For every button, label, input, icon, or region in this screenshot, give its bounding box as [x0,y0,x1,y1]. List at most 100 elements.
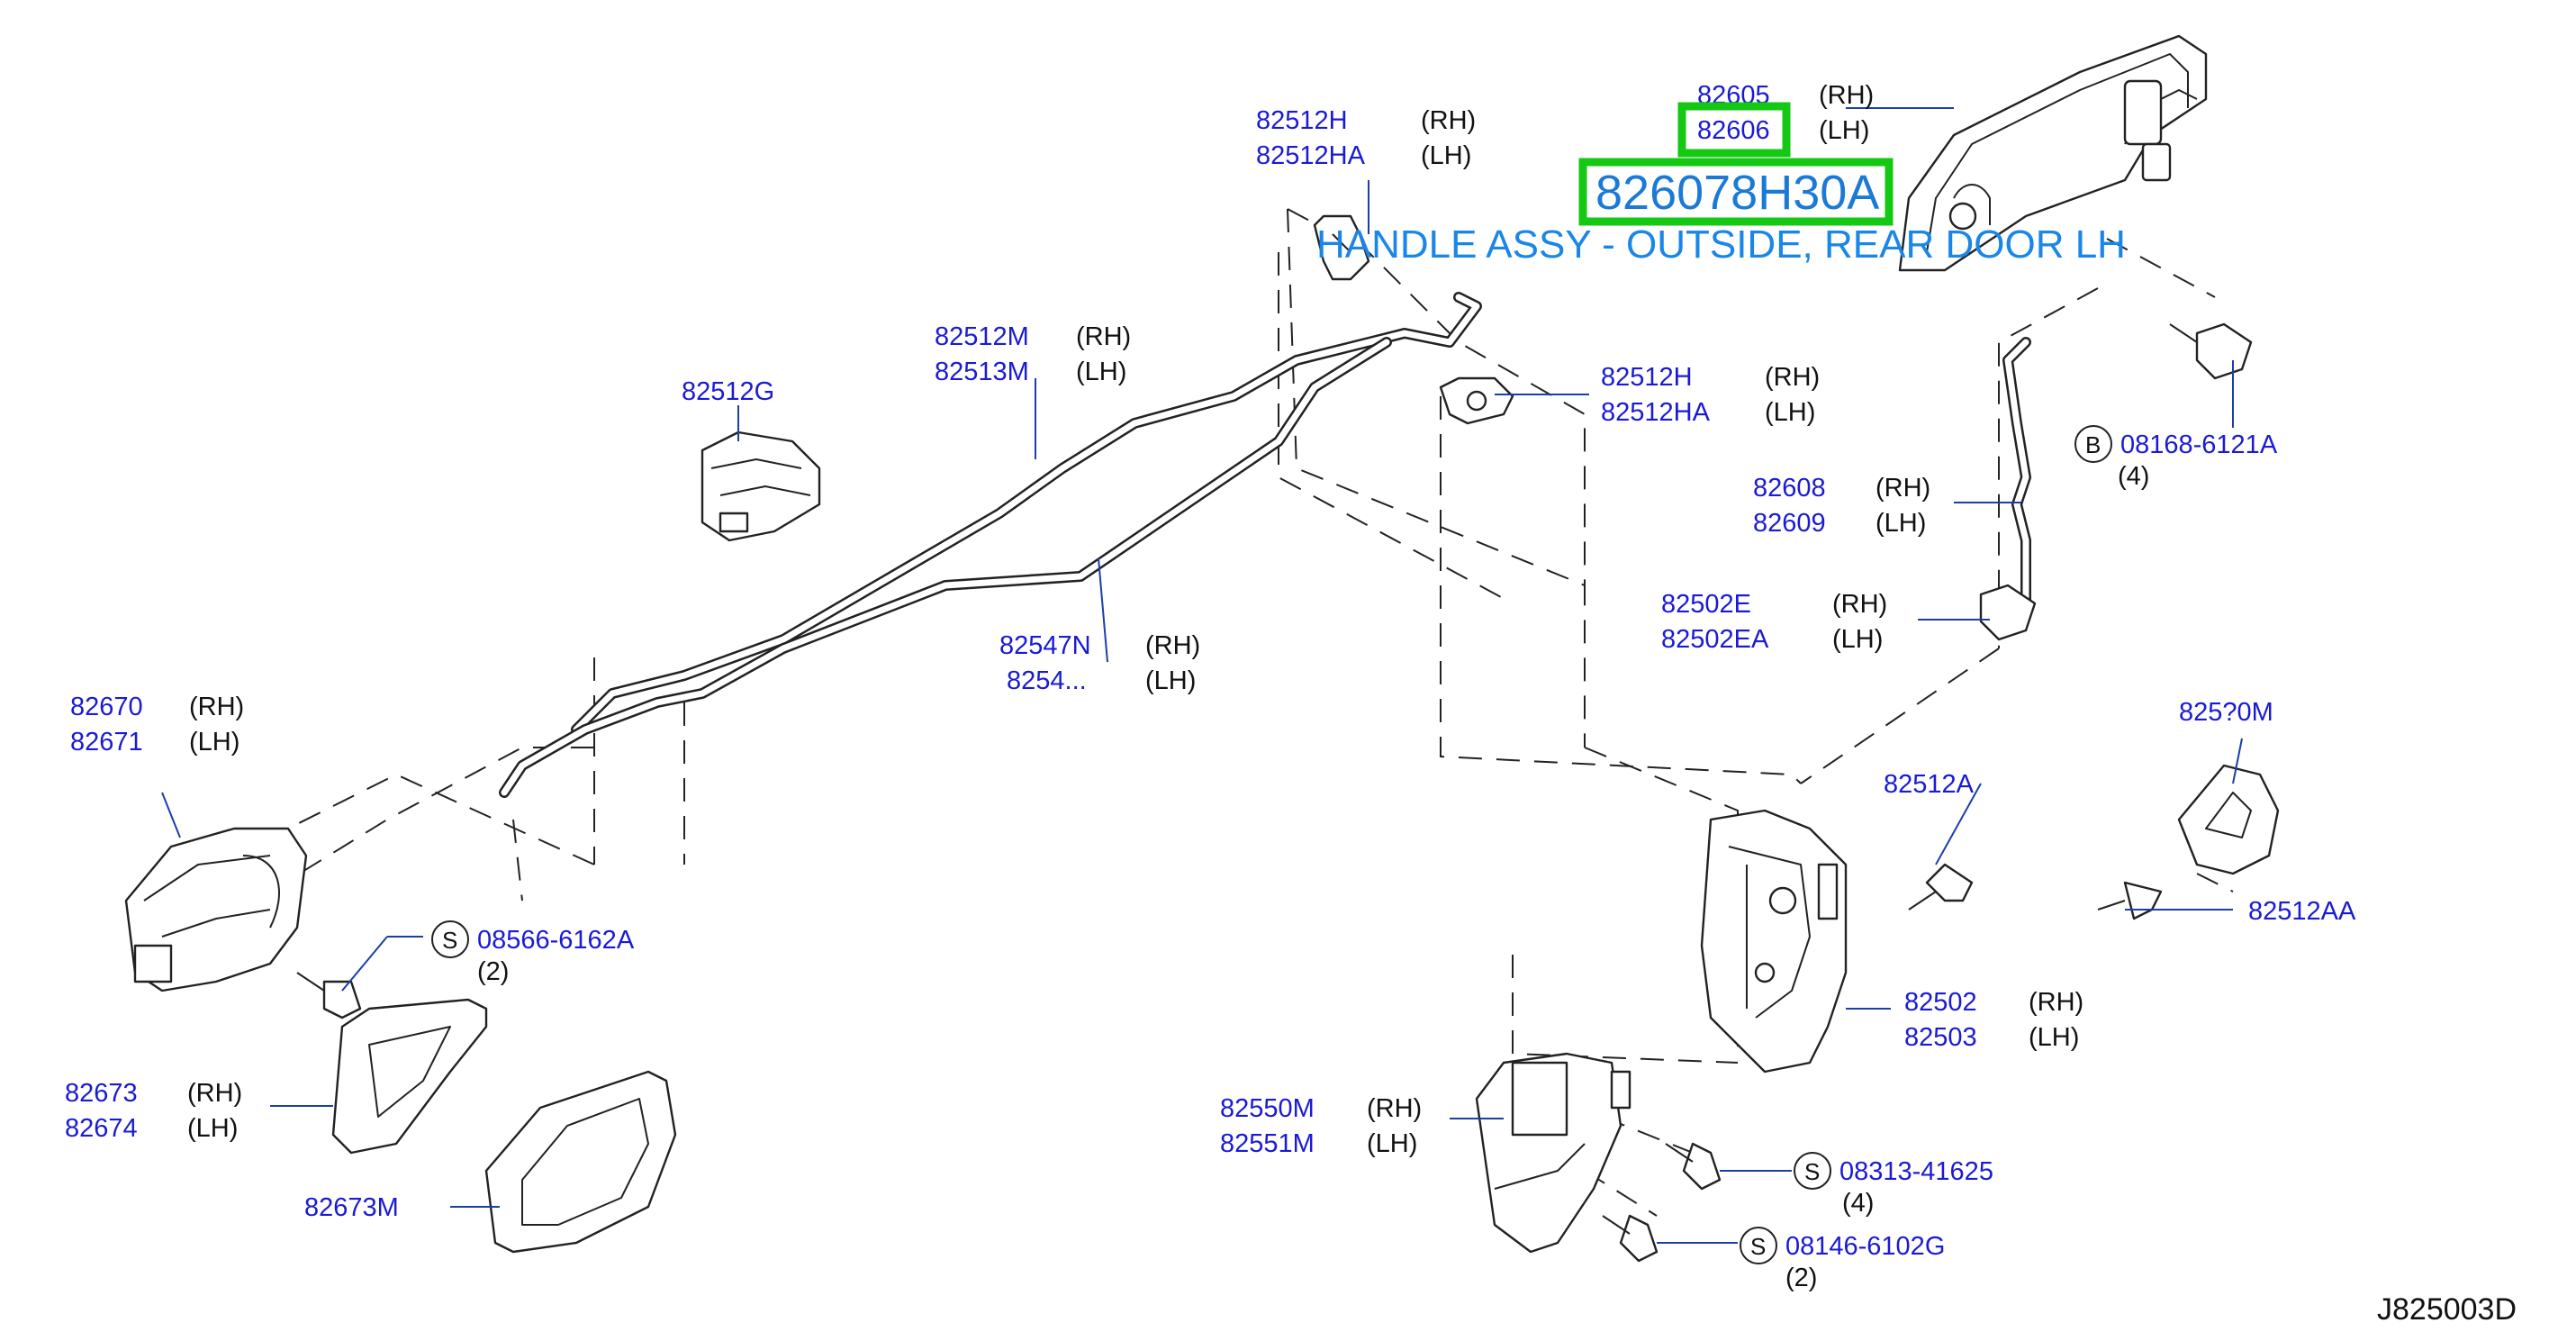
part-number: 08146-6102G [1785,1232,1945,1261]
part-number: 82502E [1661,590,1751,619]
side-label: (LH) [1145,666,1196,695]
highlighted-catalog-number[interactable]: 826078H30A [1578,158,1894,226]
part-number: 82606 [1697,116,1770,145]
part-number: 82608 [1753,474,1826,503]
marker-circle [1794,1152,1831,1190]
part-number: 82502EA [1661,625,1769,654]
bolt-icon [296,972,362,1019]
side-label: (RH) [1876,474,1930,503]
side-label: (LH) [187,1114,238,1143]
callout-82512H-top: 82512H (RH) 82512HA (LH) [1256,106,1476,170]
side-label: (RH) [1832,590,1887,619]
lock-knob-icon [1475,1052,1631,1254]
marker-letter: B [2085,431,2101,458]
part-number: 82512M [935,322,1029,351]
side-label: (RH) [1367,1094,1422,1123]
part-number: 82512H [1256,106,1348,135]
part-number: 08168-6121A [2120,430,2278,459]
quantity: (2) [1785,1264,1817,1292]
marker-circle [1740,1227,1777,1264]
side-label: (RH) [2029,988,2083,1017]
marker-circle [431,920,469,958]
striker-icon [2177,764,2280,875]
callout-82510M: 825?0M [2179,698,2273,727]
quantity: (4) [1842,1189,1874,1218]
callout-82512H-mid: 82512H (RH) 82512HA (LH) [1601,363,1820,427]
callout-82673: 82673 (RH) 82674 (LH) [65,1079,242,1143]
side-label: (RH) [189,693,244,721]
side-label: (RH) [1145,631,1200,660]
side-label: (LH) [2029,1023,2079,1052]
callout-82550M: 82550M (RH) 82551M (LH) [1220,1094,1422,1158]
side-label: (RH) [1421,106,1476,135]
side-label: (LH) [1819,116,1869,145]
part-number: 82671 [70,728,143,757]
side-label: (LH) [1421,141,1471,170]
callout-08566: S 08566-6162A (2) [431,920,635,986]
diagram-id: J825003D [2377,1292,2517,1327]
side-label: (LH) [1876,509,1926,538]
door-lock-actuator-icon [1700,809,1848,1074]
outside-handle-icon [1898,34,2208,272]
callout-82608: 82608 (RH) 82609 (LH) [1753,474,1930,538]
part-number: 08566-6162A [477,926,635,955]
callout-08146: S 08146-6102G (2) [1740,1227,1945,1292]
side-label: (LH) [1367,1129,1417,1158]
quantity: (2) [477,957,509,986]
callout-82512G: 82512G [682,377,774,406]
side-label: (LH) [1076,358,1126,386]
part-number: 82609 [1753,509,1826,538]
part-number: 08313-41625 [1839,1157,1993,1186]
part-number: 82513M [935,358,1029,386]
callout-08168: B 08168-6121A (4) [2074,425,2278,491]
rod-clip-icon [1313,214,2037,641]
leader-lines [161,107,2243,1244]
highlight-box-82606 [1677,102,1791,158]
side-label: (RH) [1819,81,1874,110]
assembly-dashed-lines [269,208,2234,1217]
marker-letter: S [442,927,457,954]
marker-letter: S [1804,1158,1820,1185]
screw-icon [1602,322,2253,1263]
quantity: (4) [2118,462,2149,491]
escutcheon-icon [331,998,677,1254]
marker-letter: S [1750,1233,1766,1260]
part-number: 82503 [1904,1023,1977,1052]
side-label: (RH) [187,1079,242,1108]
callout-82547N: 82547N (RH) 8254... (LH) [999,631,1200,695]
marker-circle [2074,425,2112,463]
part-number: 82670 [70,693,143,721]
highlight-box-catalog [1578,158,1894,226]
inside-handle-icon [124,827,308,992]
side-label: (LH) [1765,398,1815,427]
callout-82605: 82605 (RH) [1697,81,1874,110]
callout-82512AA: 82512AA [2248,897,2356,926]
callout-82670: 82670 (RH) 82671 (LH) [70,693,244,757]
side-label: (RH) [1765,363,1820,392]
part-number: 82547N [999,631,1091,660]
part-number: 8254... [1007,666,1087,695]
part-number: 82512H [1601,363,1693,392]
part-number: 82551M [1220,1129,1315,1158]
part-number: 82502 [1904,988,1977,1017]
callout-08313: S 08313-41625 (4) [1794,1152,1993,1218]
catalog-number: 826078H30A [1595,166,1879,220]
side-label: (RH) [1076,322,1131,351]
callout-82512A: 82512A [1884,770,1975,799]
callout-82512M: 82512M (RH) 82513M (LH) [935,322,1131,386]
side-label: (LH) [1832,625,1883,654]
bracket-icon [700,430,821,542]
callout-82502: 82502 (RH) 82503 (LH) [1904,988,2083,1052]
part-number: 82512HA [1601,398,1711,427]
part-number: 82673 [65,1079,138,1108]
part-caption: HANDLE ASSY - OUTSIDE, REAR DOOR LH [1316,222,2126,267]
callout-82673M: 82673M [304,1193,399,1222]
side-label: (LH) [189,728,240,757]
part-number: 82674 [65,1114,138,1143]
part-number: 82512HA [1256,141,1366,170]
callout-82606[interactable]: 82606 (LH) [1677,102,1869,158]
callout-82502E: 82502E (RH) 82502EA (LH) [1661,590,1887,654]
part-number: 82550M [1220,1094,1315,1123]
